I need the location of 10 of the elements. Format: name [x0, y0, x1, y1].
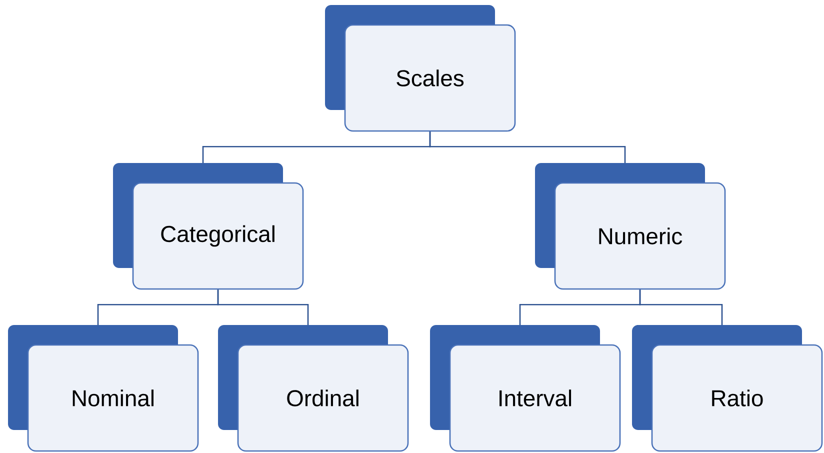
category-box: Interval — [430, 325, 621, 452]
category-box: Nominal — [8, 325, 199, 452]
category-box: Scales — [325, 5, 516, 132]
category-box: Numeric — [535, 163, 726, 290]
category-box: Categorical — [113, 163, 304, 290]
connector-line — [639, 290, 723, 325]
connector-line — [217, 290, 309, 325]
category-box: Ordinal — [218, 325, 409, 452]
connector-line — [429, 132, 626, 163]
category-box: Ratio — [632, 325, 823, 452]
